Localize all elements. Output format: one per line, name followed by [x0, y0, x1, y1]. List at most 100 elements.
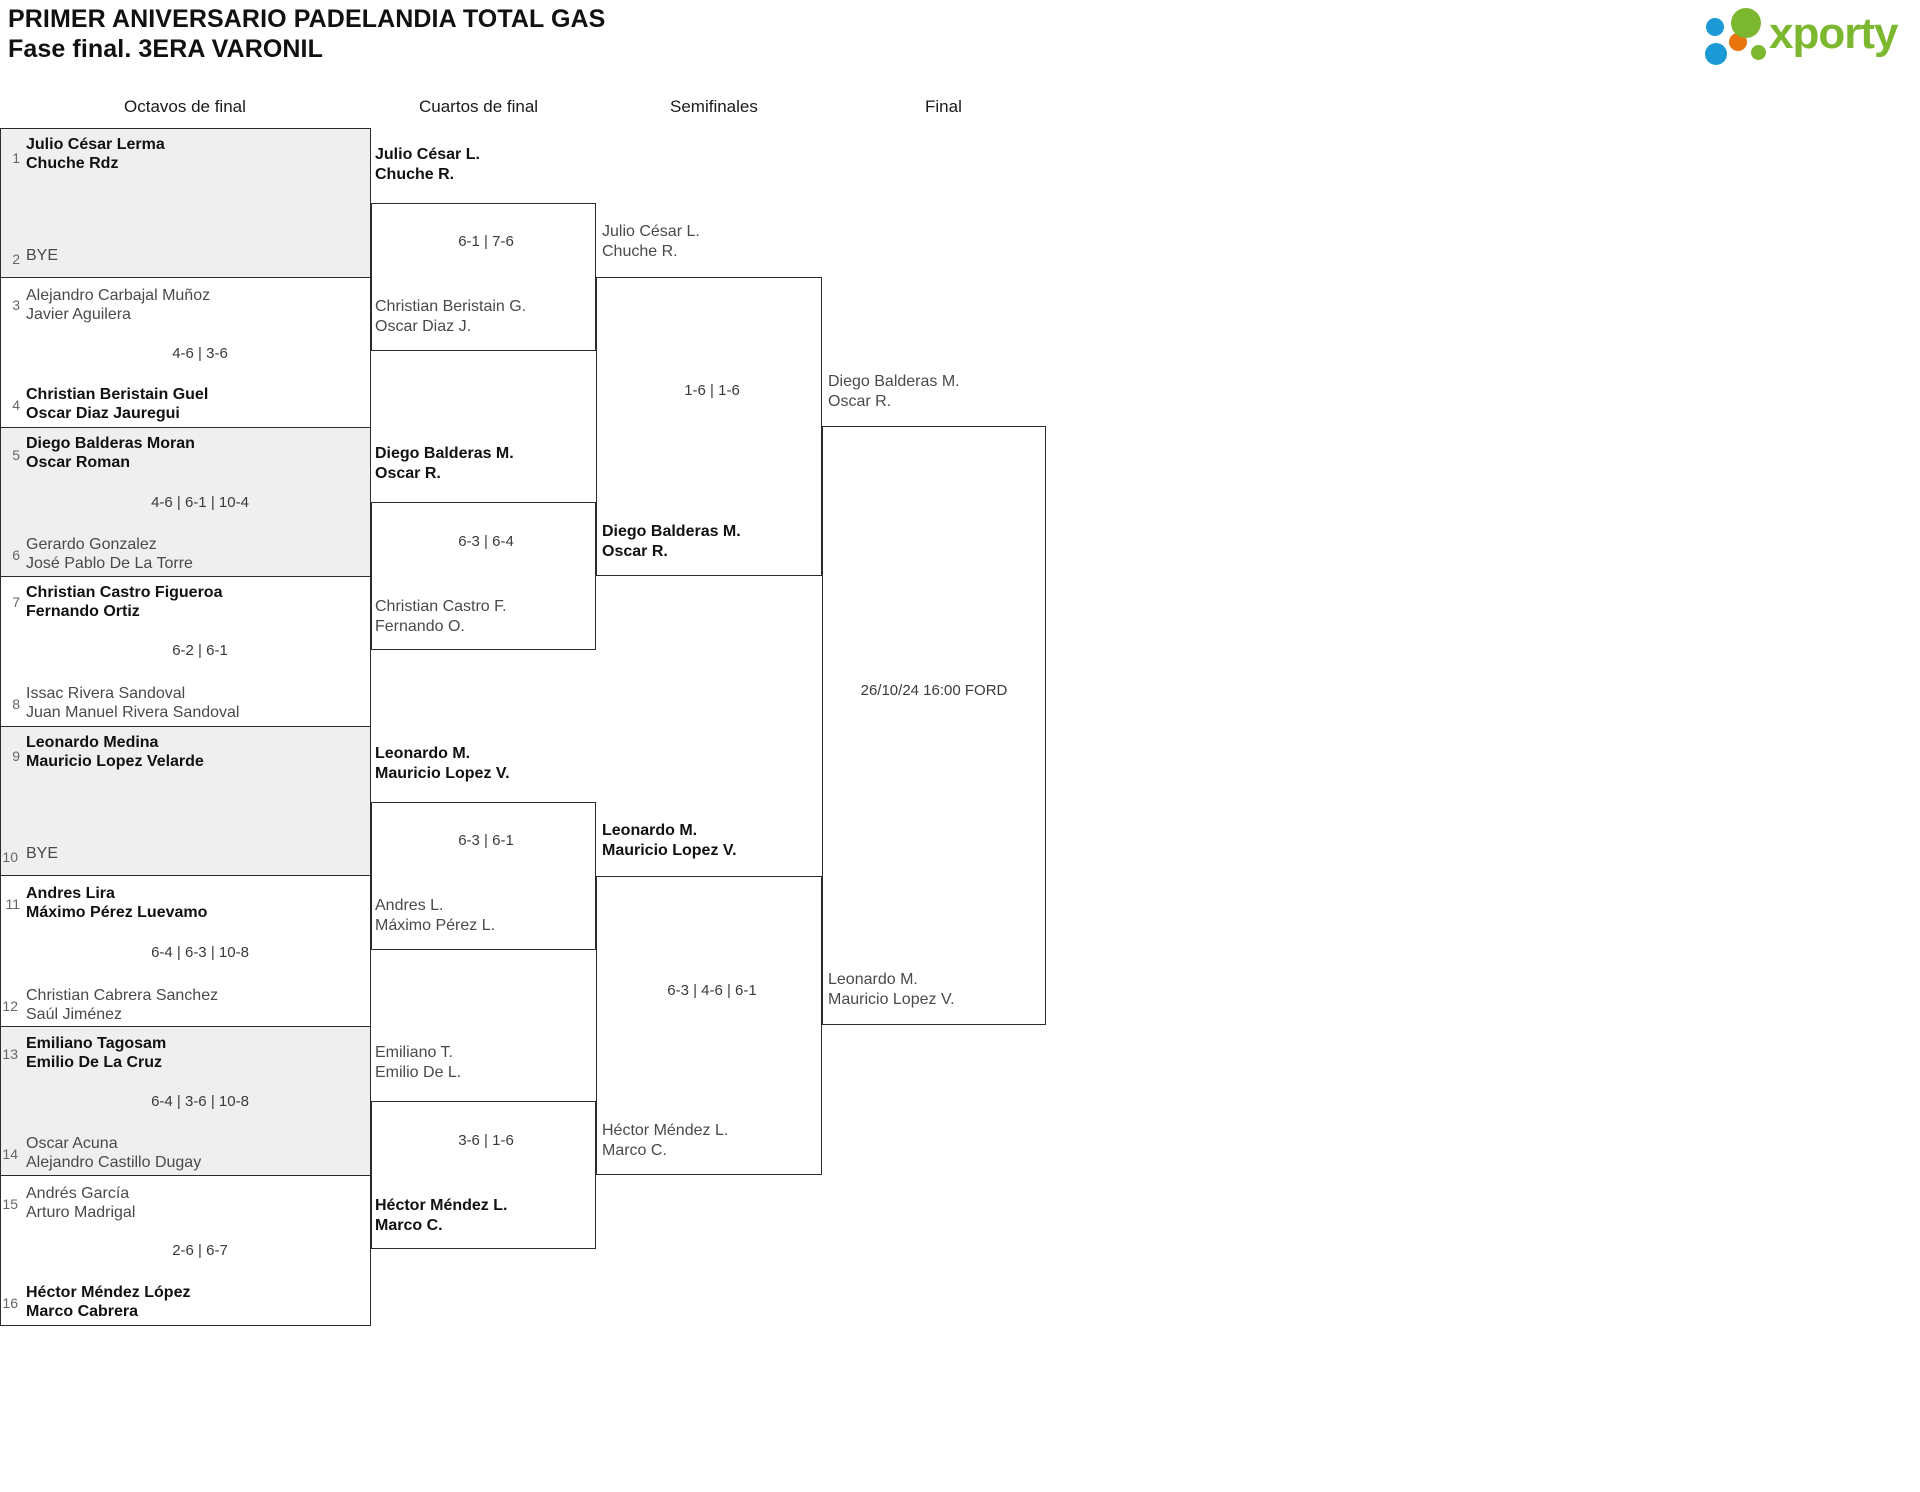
r4-m1-connector [822, 426, 1046, 1025]
r3-m1-score: 1-6 | 1-6 [684, 382, 740, 399]
r1-shade-m1 [1, 128, 370, 277]
r1-m4-top-p2[interactable]: Fernando Ortiz [26, 603, 140, 620]
r1-sep-3 [0, 576, 371, 577]
r2-m4-top-p2[interactable]: Emilio De L. [375, 1064, 462, 1081]
r2-m4-score: 3-6 | 1-6 [458, 1132, 514, 1149]
r3-m2-connector [596, 876, 822, 1175]
r3-m2-bot-p1[interactable]: Héctor Méndez L. [602, 1122, 729, 1139]
r1-m5-bot-p1: BYE [26, 845, 59, 862]
r1-m2-bot-p1[interactable]: Christian Beristain Guel [26, 386, 209, 403]
r1-m3-score: 4-6 | 6-1 | 10-4 [151, 494, 249, 511]
r3-m1-bot-p1[interactable]: Diego Balderas M. [602, 523, 741, 540]
r1-m5-bot-seed: 10 [2, 849, 18, 865]
r2-m2-bot-p1[interactable]: Christian Castro F. [375, 598, 507, 615]
r1-m4-top-p1[interactable]: Christian Castro Figueroa [26, 584, 223, 601]
r2-m4-bot-p1[interactable]: Héctor Méndez L. [375, 1197, 508, 1214]
r1-sep-1 [0, 277, 371, 278]
r2-m1-connector [371, 203, 596, 351]
r1-m6-top-p1[interactable]: Andres Lira [26, 885, 115, 902]
r1-m3-bot-p2[interactable]: José Pablo De La Torre [26, 555, 193, 572]
r3-m2-bot-p2[interactable]: Marco C. [602, 1142, 667, 1159]
r2-m3-connector [371, 802, 596, 950]
r4-m1-bot-p2[interactable]: Mauricio Lopez V. [828, 991, 955, 1008]
r1-m1-bot-seed: 2 [12, 251, 20, 267]
r1-m8-bot-p2[interactable]: Marco Cabrera [26, 1303, 139, 1320]
r1-m2-top-p2[interactable]: Javier Aguilera [26, 306, 131, 323]
r1-m4-bot-p1[interactable]: Issac Rivera Sandoval [26, 685, 186, 702]
r1-m4-score: 6-2 | 6-1 [172, 642, 228, 659]
r1-m4-bot-seed: 8 [12, 696, 20, 712]
r1-sep-2 [0, 427, 371, 428]
r1-m8-top-p2[interactable]: Arturo Madrigal [26, 1204, 136, 1221]
r1-m1-top-seed: 1 [12, 150, 20, 166]
r1-sep-6 [0, 1026, 371, 1027]
round-header-octavos: Octavos de final [124, 97, 246, 116]
r1-m1-top-p2[interactable]: Chuche Rdz [26, 155, 119, 172]
r1-m3-top-p1[interactable]: Diego Balderas Moran [26, 435, 195, 452]
r3-m2-top-p1[interactable]: Leonardo M. [602, 822, 698, 839]
r1-m8-bot-p1[interactable]: Héctor Méndez López [26, 1284, 191, 1301]
xporty-logo: xporty [1705, 7, 1905, 65]
r1-m3-bot-p1[interactable]: Gerardo Gonzalez [26, 536, 157, 553]
r2-m4-top-p1[interactable]: Emiliano T. [375, 1044, 453, 1061]
r1-m3-bot-seed: 6 [12, 547, 20, 563]
r2-m2-connector [371, 502, 596, 650]
r3-m1-bot-p2[interactable]: Oscar R. [602, 543, 668, 560]
tournament-title: PRIMER ANIVERSARIO PADELANDIA TOTAL GAS [8, 5, 606, 33]
r1-m6-top-p2[interactable]: Máximo Pérez Luevamo [26, 904, 208, 921]
r4-m1-top-p2[interactable]: Oscar R. [828, 393, 892, 410]
r2-m3-bot-p2[interactable]: Máximo Pérez L. [375, 917, 496, 934]
r1-column-frame [0, 128, 371, 1326]
r1-m6-score: 6-4 | 6-3 | 10-8 [151, 944, 249, 961]
r2-m2-bot-p2[interactable]: Fernando O. [375, 618, 465, 635]
r3-m1-top-p2[interactable]: Chuche R. [602, 243, 678, 260]
r4-m1-top-p1[interactable]: Diego Balderas M. [828, 373, 960, 390]
r2-m1-top-p2[interactable]: Chuche R. [375, 166, 455, 183]
r1-m6-bot-p1[interactable]: Christian Cabrera Sanchez [26, 987, 219, 1004]
r3-m1-top-p1[interactable]: Julio César L. [602, 223, 700, 240]
r1-m2-top-seed: 3 [12, 297, 20, 313]
r4-m1-schedule: 26/10/24 16:00 FORD [860, 682, 1008, 699]
r1-m6-bot-p2[interactable]: Saúl Jiménez [26, 1006, 123, 1023]
r3-m2-top-p2[interactable]: Mauricio Lopez V. [602, 842, 737, 859]
r1-sep-4 [0, 726, 371, 727]
page-title: PRIMER ANIVERSARIO PADELANDIA TOTAL GAS … [8, 4, 605, 64]
r1-m5-top-seed: 9 [12, 748, 20, 764]
r1-m6-top-seed: 11 [5, 896, 20, 912]
r1-m2-top-p1[interactable]: Alejandro Carbajal Muñoz [26, 287, 211, 304]
r1-m7-bot-seed: 14 [2, 1146, 18, 1162]
r2-m1-top-p1[interactable]: Julio César L. [375, 146, 480, 163]
r1-m7-bot-p2[interactable]: Alejandro Castillo Dugay [26, 1154, 202, 1171]
logo-wordmark: xporty [1769, 9, 1898, 58]
r1-m5-top-p2[interactable]: Mauricio Lopez Velarde [26, 753, 204, 770]
r2-m1-bot-p1[interactable]: Christian Beristain G. [375, 298, 527, 315]
r2-m2-top-p1[interactable]: Diego Balderas M. [375, 445, 514, 462]
r1-sep-5 [0, 875, 371, 876]
r2-m1-bot-p2[interactable]: Oscar Diaz J. [375, 318, 472, 335]
r1-m8-top-p1[interactable]: Andrés García [26, 1185, 130, 1202]
r1-m1-top-p1[interactable]: Julio César Lerma [26, 136, 165, 153]
r1-m2-bot-p2[interactable]: Oscar Diaz Jauregui [26, 405, 180, 422]
r1-m3-top-seed: 5 [12, 447, 20, 463]
r1-m3-top-p2[interactable]: Oscar Roman [26, 454, 131, 471]
r1-m7-top-p1[interactable]: Emiliano Tagosam [26, 1035, 167, 1052]
r2-m3-top-p2[interactable]: Mauricio Lopez V. [375, 765, 510, 782]
r1-m8-score: 2-6 | 6-7 [172, 1242, 228, 1259]
r1-m7-bot-p1[interactable]: Oscar Acuna [26, 1135, 118, 1152]
r1-m7-top-p2[interactable]: Emilio De La Cruz [26, 1054, 163, 1071]
r2-m2-top-p2[interactable]: Oscar R. [375, 465, 441, 482]
r1-m2-score: 4-6 | 3-6 [172, 345, 228, 362]
r2-m4-bot-p2[interactable]: Marco C. [375, 1217, 443, 1234]
r2-m3-top-p1[interactable]: Leonardo M. [375, 745, 471, 762]
r1-m5-top-p1[interactable]: Leonardo Medina [26, 734, 159, 751]
r2-m3-bot-p1[interactable]: Andres L. [375, 897, 444, 914]
r2-m1-score: 6-1 | 7-6 [458, 233, 514, 250]
logo-dot-green-large [1731, 8, 1761, 38]
r4-m1-bot-p1[interactable]: Leonardo M. [828, 971, 918, 988]
tournament-subtitle: Fase final. 3ERA VARONIL [8, 35, 323, 63]
r1-m4-bot-p2[interactable]: Juan Manuel Rivera Sandoval [26, 704, 240, 721]
r2-m2-score: 6-3 | 6-4 [458, 533, 514, 550]
r1-m2-bot-seed: 4 [12, 397, 20, 413]
r1-sep-7 [0, 1175, 371, 1176]
